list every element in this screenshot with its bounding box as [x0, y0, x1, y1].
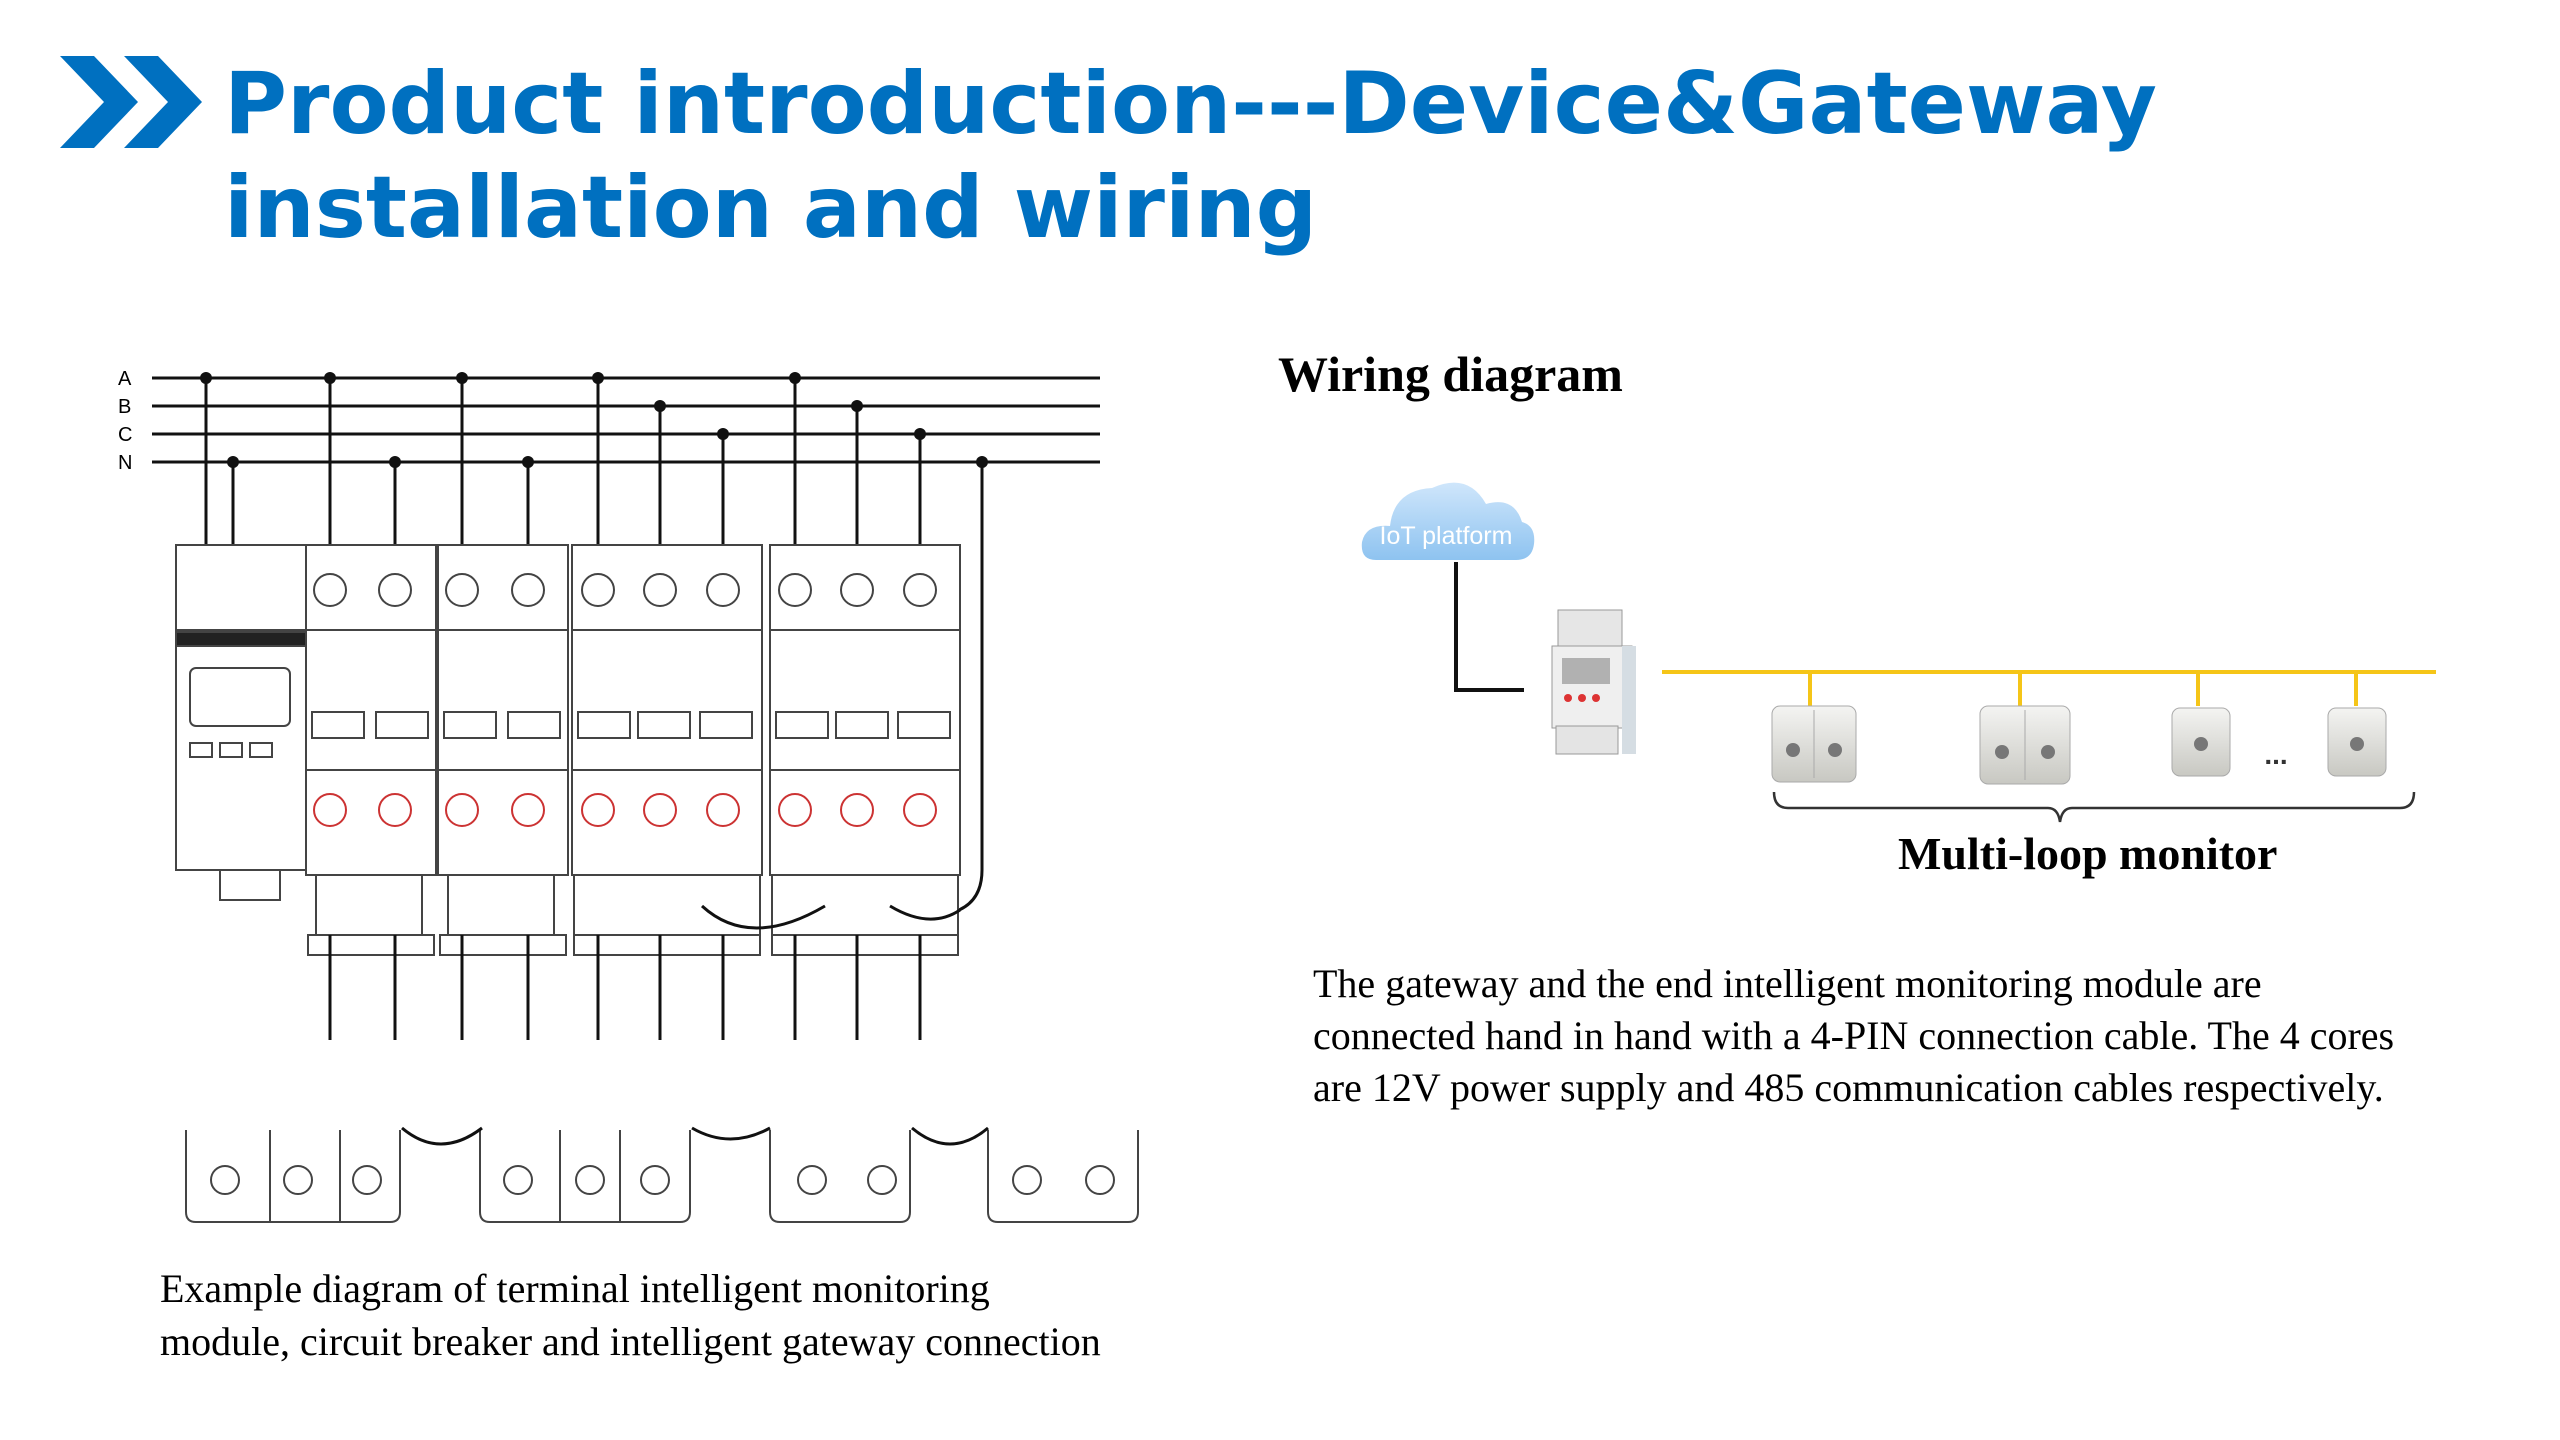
multi-loop-monitor-icons: ...: [1771, 705, 2387, 785]
breaker-wiring-diagram: A B C N: [118, 368, 1139, 1223]
caption-line-1: Example diagram of terminal intelligent …: [160, 1266, 990, 1311]
junction-dots: [200, 372, 988, 468]
monitor-module-icon: [2327, 707, 2387, 777]
wiring-description: The gateway and the end intelligent moni…: [1313, 961, 2395, 1110]
breaker-unit-4: [769, 544, 961, 956]
left-diagram-caption: Example diagram of terminal intelligent …: [160, 1262, 1240, 1368]
drop-wires: [204, 378, 984, 917]
gateway-module: [175, 544, 307, 901]
cloud-link-wire: [1454, 562, 1524, 692]
wiring-diagram-title: Wiring diagram: [1278, 346, 1623, 402]
breaker-unit-2: [437, 544, 569, 956]
rs485-bus: [1662, 670, 2436, 706]
cloud-icon: IoT platform: [1361, 482, 1535, 560]
bus-label-b: B: [118, 396, 131, 418]
bus-label-c: C: [118, 424, 132, 446]
module-close-up-4: [987, 1130, 1139, 1223]
gateway-topology-diagram: IoT platform ...: [1361, 482, 2436, 823]
caption-line-2: module, circuit breaker and intelligent …: [160, 1319, 1101, 1364]
cloud-label: IoT platform: [1380, 522, 1513, 550]
breaker-unit-1: [305, 544, 437, 956]
double-chevron-right-icon: [60, 56, 202, 148]
monitor-module-icon: [1771, 705, 1857, 783]
breaker-units: [305, 544, 961, 956]
page-title: Product introduction---Device&Gateway in…: [224, 52, 2157, 260]
breaker-unit-3: [571, 544, 763, 956]
bus-bars: [152, 376, 1100, 464]
module-close-up-1: [185, 1130, 401, 1223]
module-close-up-2: [479, 1130, 691, 1223]
title-line-2: installation and wiring: [224, 158, 1318, 258]
bus-label-n: N: [118, 452, 132, 474]
bus-label-a: A: [118, 368, 132, 390]
module-close-up-3: [769, 1130, 911, 1223]
close-up-cables: [401, 1126, 989, 1146]
link-cables: [700, 904, 961, 930]
multi-loop-monitor-label: Multi-loop monitor: [1898, 828, 2278, 879]
monitor-module-icon: [1979, 705, 2071, 785]
gateway-device-icon: [1551, 609, 1636, 755]
outgoing-wires: [328, 935, 922, 1040]
monitor-module-icon: [2171, 707, 2231, 777]
ellipsis-text: ...: [2264, 739, 2287, 770]
bus-labels: A B C N: [118, 368, 132, 474]
group-brace: [1772, 791, 2416, 823]
module-close-up: [185, 1126, 1139, 1223]
title-line-1: Product introduction---Device&Gateway: [224, 54, 2157, 154]
